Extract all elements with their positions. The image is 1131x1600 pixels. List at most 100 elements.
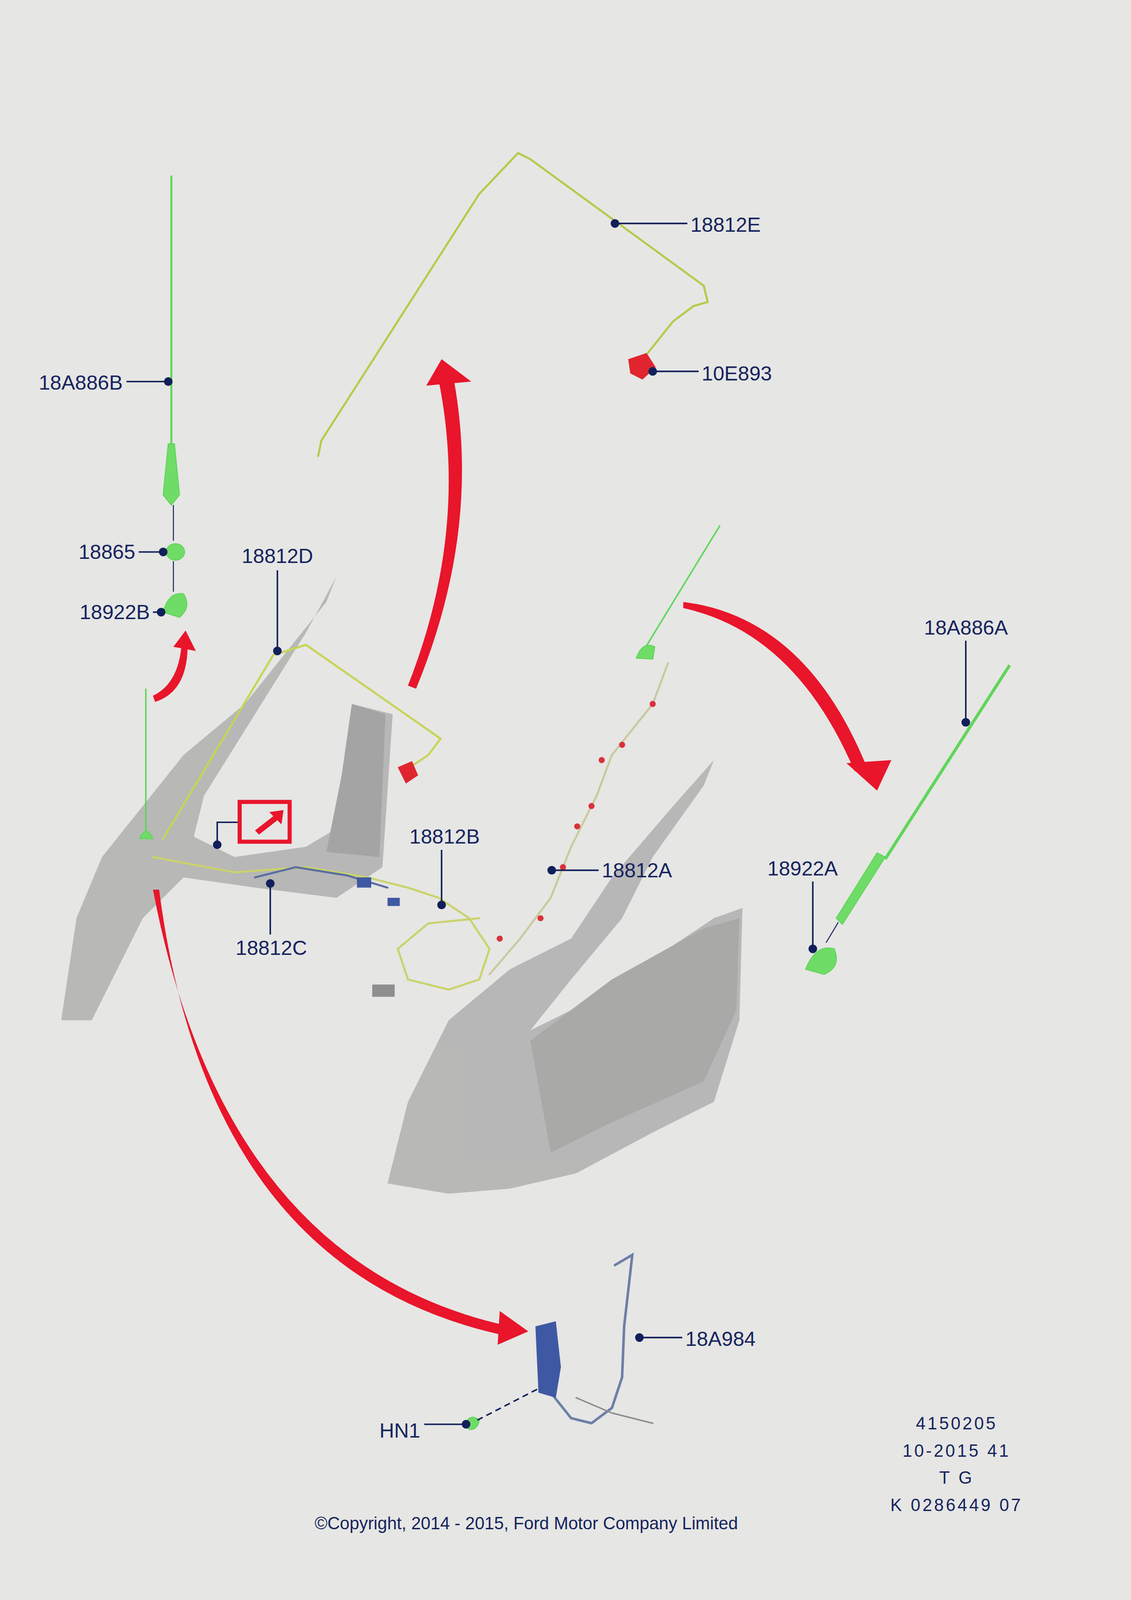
callout-number: 18A984 bbox=[685, 1325, 756, 1351]
callout-number: 18A886B bbox=[38, 370, 123, 395]
callout-number: 18A886A bbox=[923, 614, 1008, 640]
callout-number: HN1 bbox=[379, 1417, 421, 1443]
leader-lines bbox=[157, 608, 166, 616]
reference-code: T G bbox=[939, 1465, 975, 1490]
harness-clips bbox=[496, 935, 503, 942]
harness-clips bbox=[598, 756, 605, 763]
callout-number: 18865 bbox=[78, 539, 135, 565]
wiring-harness bbox=[318, 152, 708, 456]
leader-lines bbox=[437, 901, 446, 909]
antenna-parts bbox=[145, 688, 147, 831]
leader-lines bbox=[159, 548, 167, 556]
antenna-parts bbox=[885, 664, 1010, 859]
harness-clips bbox=[649, 700, 656, 707]
leader-lines bbox=[424, 1422, 467, 1425]
antenna-parts bbox=[172, 504, 174, 541]
callout-number: 18812B bbox=[409, 824, 480, 849]
leader-lines bbox=[635, 1333, 644, 1341]
leader-lines bbox=[126, 219, 970, 1428]
leader-lines bbox=[164, 378, 172, 386]
callout-number: 18922A bbox=[767, 855, 838, 881]
leader-lines bbox=[962, 718, 970, 726]
harness-connectors bbox=[387, 897, 400, 906]
harness-clips bbox=[560, 863, 566, 870]
leader-lines bbox=[548, 866, 556, 874]
callout-number: 10E893 bbox=[701, 361, 773, 386]
body-shell bbox=[387, 759, 743, 1194]
wiring-harness bbox=[575, 1397, 653, 1423]
harness-connectors bbox=[357, 876, 372, 888]
direction-arrows bbox=[846, 759, 892, 791]
harness-connectors bbox=[372, 984, 395, 997]
leader-lines bbox=[614, 222, 688, 224]
body-shell bbox=[61, 575, 743, 1194]
wiring-harness bbox=[152, 152, 708, 1423]
antenna-parts bbox=[163, 443, 180, 505]
direction-arrows bbox=[254, 809, 284, 835]
harness-clips bbox=[574, 823, 581, 830]
wiring-harness bbox=[545, 1254, 633, 1423]
antenna-parts bbox=[172, 560, 174, 592]
harness-clips bbox=[537, 914, 544, 921]
direction-arrows bbox=[152, 889, 510, 1336]
leader-lines bbox=[126, 380, 169, 383]
harness-clips bbox=[618, 741, 625, 748]
callout-number: 18922B bbox=[79, 599, 150, 625]
leader-lines bbox=[462, 1420, 470, 1428]
antenna-parts bbox=[139, 831, 153, 839]
body-shell bbox=[61, 575, 393, 1020]
callout-number: 18812A bbox=[601, 857, 672, 883]
leader-lines bbox=[266, 879, 275, 888]
copyright-caption: ©Copyright, 2014 - 2015, Ford Motor Comp… bbox=[314, 1511, 738, 1536]
direction-arrows bbox=[683, 601, 867, 771]
leader-lines bbox=[477, 1386, 541, 1420]
leader-lines bbox=[273, 647, 281, 655]
antenna-parts bbox=[166, 543, 185, 561]
body-shell bbox=[530, 918, 740, 1153]
antenna-parts bbox=[163, 593, 187, 618]
callout-number: 18812E bbox=[690, 212, 761, 237]
leader-lines bbox=[551, 869, 599, 871]
direction-arrows bbox=[173, 630, 196, 651]
reference-code: 10-2015 41 bbox=[902, 1438, 1011, 1464]
antenna-module bbox=[397, 760, 419, 784]
leader-lines bbox=[964, 640, 967, 722]
wiring-harness bbox=[254, 866, 388, 888]
antenna-parts bbox=[825, 922, 839, 943]
leader-lines bbox=[611, 219, 619, 228]
leader-lines bbox=[639, 1336, 683, 1338]
leader-lines bbox=[440, 849, 443, 905]
reference-code: 4150205 bbox=[915, 1411, 998, 1437]
direction-arrows bbox=[497, 1310, 529, 1345]
antenna-parts bbox=[636, 644, 655, 659]
wiring-harness bbox=[489, 663, 668, 975]
direction-arrows bbox=[239, 801, 291, 842]
antenna-parts bbox=[170, 175, 172, 449]
leader-lines bbox=[809, 944, 817, 953]
antenna-parts bbox=[139, 175, 1010, 1430]
leader-lines bbox=[652, 370, 699, 372]
leader-lines bbox=[648, 367, 657, 375]
antenna-parts bbox=[644, 525, 720, 649]
leader-lines bbox=[217, 821, 238, 845]
direction-arrows bbox=[152, 644, 188, 702]
direction-arrows bbox=[426, 358, 472, 386]
callout-number: 18812C bbox=[235, 935, 308, 960]
body-shell bbox=[326, 703, 386, 857]
leader-lines bbox=[269, 883, 271, 935]
harness-clips bbox=[496, 700, 656, 942]
harness-clips bbox=[588, 802, 595, 809]
wiring-harness bbox=[152, 856, 490, 990]
harness-connectors bbox=[535, 1320, 561, 1398]
leader-lines bbox=[812, 881, 814, 949]
antenna-module bbox=[397, 352, 656, 784]
callout-number: 18812D bbox=[241, 543, 314, 569]
direction-arrows bbox=[152, 358, 892, 1344]
direction-arrows bbox=[408, 379, 463, 689]
leader-lines bbox=[276, 570, 279, 651]
leader-lines bbox=[213, 840, 221, 849]
antenna-parts bbox=[836, 852, 886, 925]
reference-code: K 0286449 07 bbox=[890, 1493, 1023, 1518]
